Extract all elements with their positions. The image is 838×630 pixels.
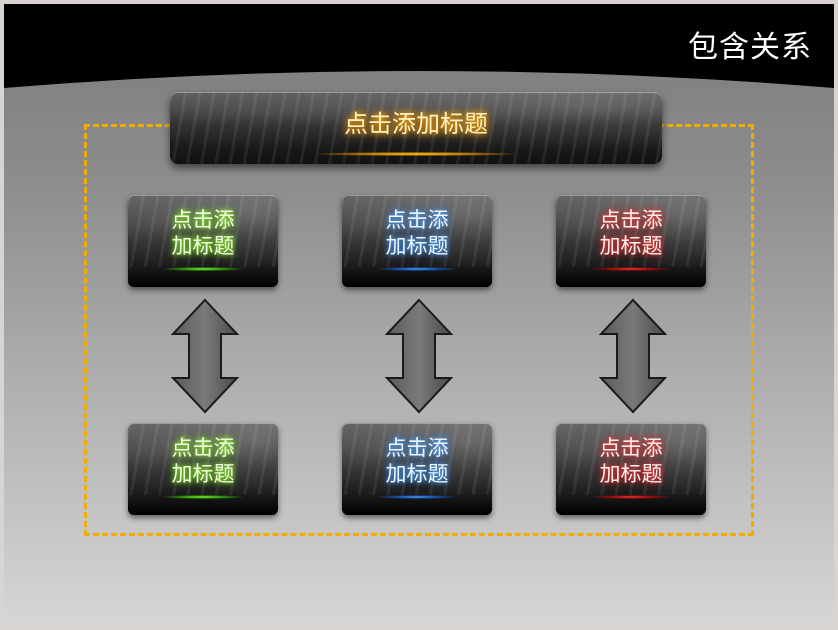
main-title-label: 点击添加标题 [344,110,488,138]
node-glow-line [591,495,671,499]
node-label: 点击添 加标题 [599,436,663,486]
node-label: 点击添 加标题 [171,436,235,486]
node-top-left[interactable]: 点击添 加标题 [128,195,278,287]
node-label: 点击添 加标题 [385,436,449,486]
node-glow-line [377,495,457,499]
node-glow-line [377,267,457,271]
node-label: 点击添 加标题 [385,208,449,258]
slide: 包含关系 点击添加标题 点击添 加标题 点击添 加标题 点击添 加标题 [4,4,834,626]
node-glow-line [163,495,243,499]
double-arrow-vertical-icon [171,298,239,414]
main-glow-line [316,152,516,156]
node-top-center[interactable]: 点击添 加标题 [342,195,492,287]
node-label: 点击添 加标题 [599,208,663,258]
node-bar [556,267,706,287]
node-bar [342,267,492,287]
header-band [4,4,834,88]
node-bottom-center[interactable]: 点击添 加标题 [342,423,492,515]
node-glow-line [591,267,671,271]
node-bottom-left[interactable]: 点击添 加标题 [128,423,278,515]
double-arrow-vertical-icon [599,298,667,414]
node-top-right[interactable]: 点击添 加标题 [556,195,706,287]
node-bottom-right[interactable]: 点击添 加标题 [556,423,706,515]
slide-title: 包含关系 [688,30,812,65]
node-bar [128,267,278,287]
node-label: 点击添 加标题 [171,208,235,258]
double-arrow-vertical-icon [385,298,453,414]
node-bar [556,495,706,515]
node-bar [128,495,278,515]
main-title-box[interactable]: 点击添加标题 [170,92,662,164]
node-glow-line [163,267,243,271]
node-bar [342,495,492,515]
